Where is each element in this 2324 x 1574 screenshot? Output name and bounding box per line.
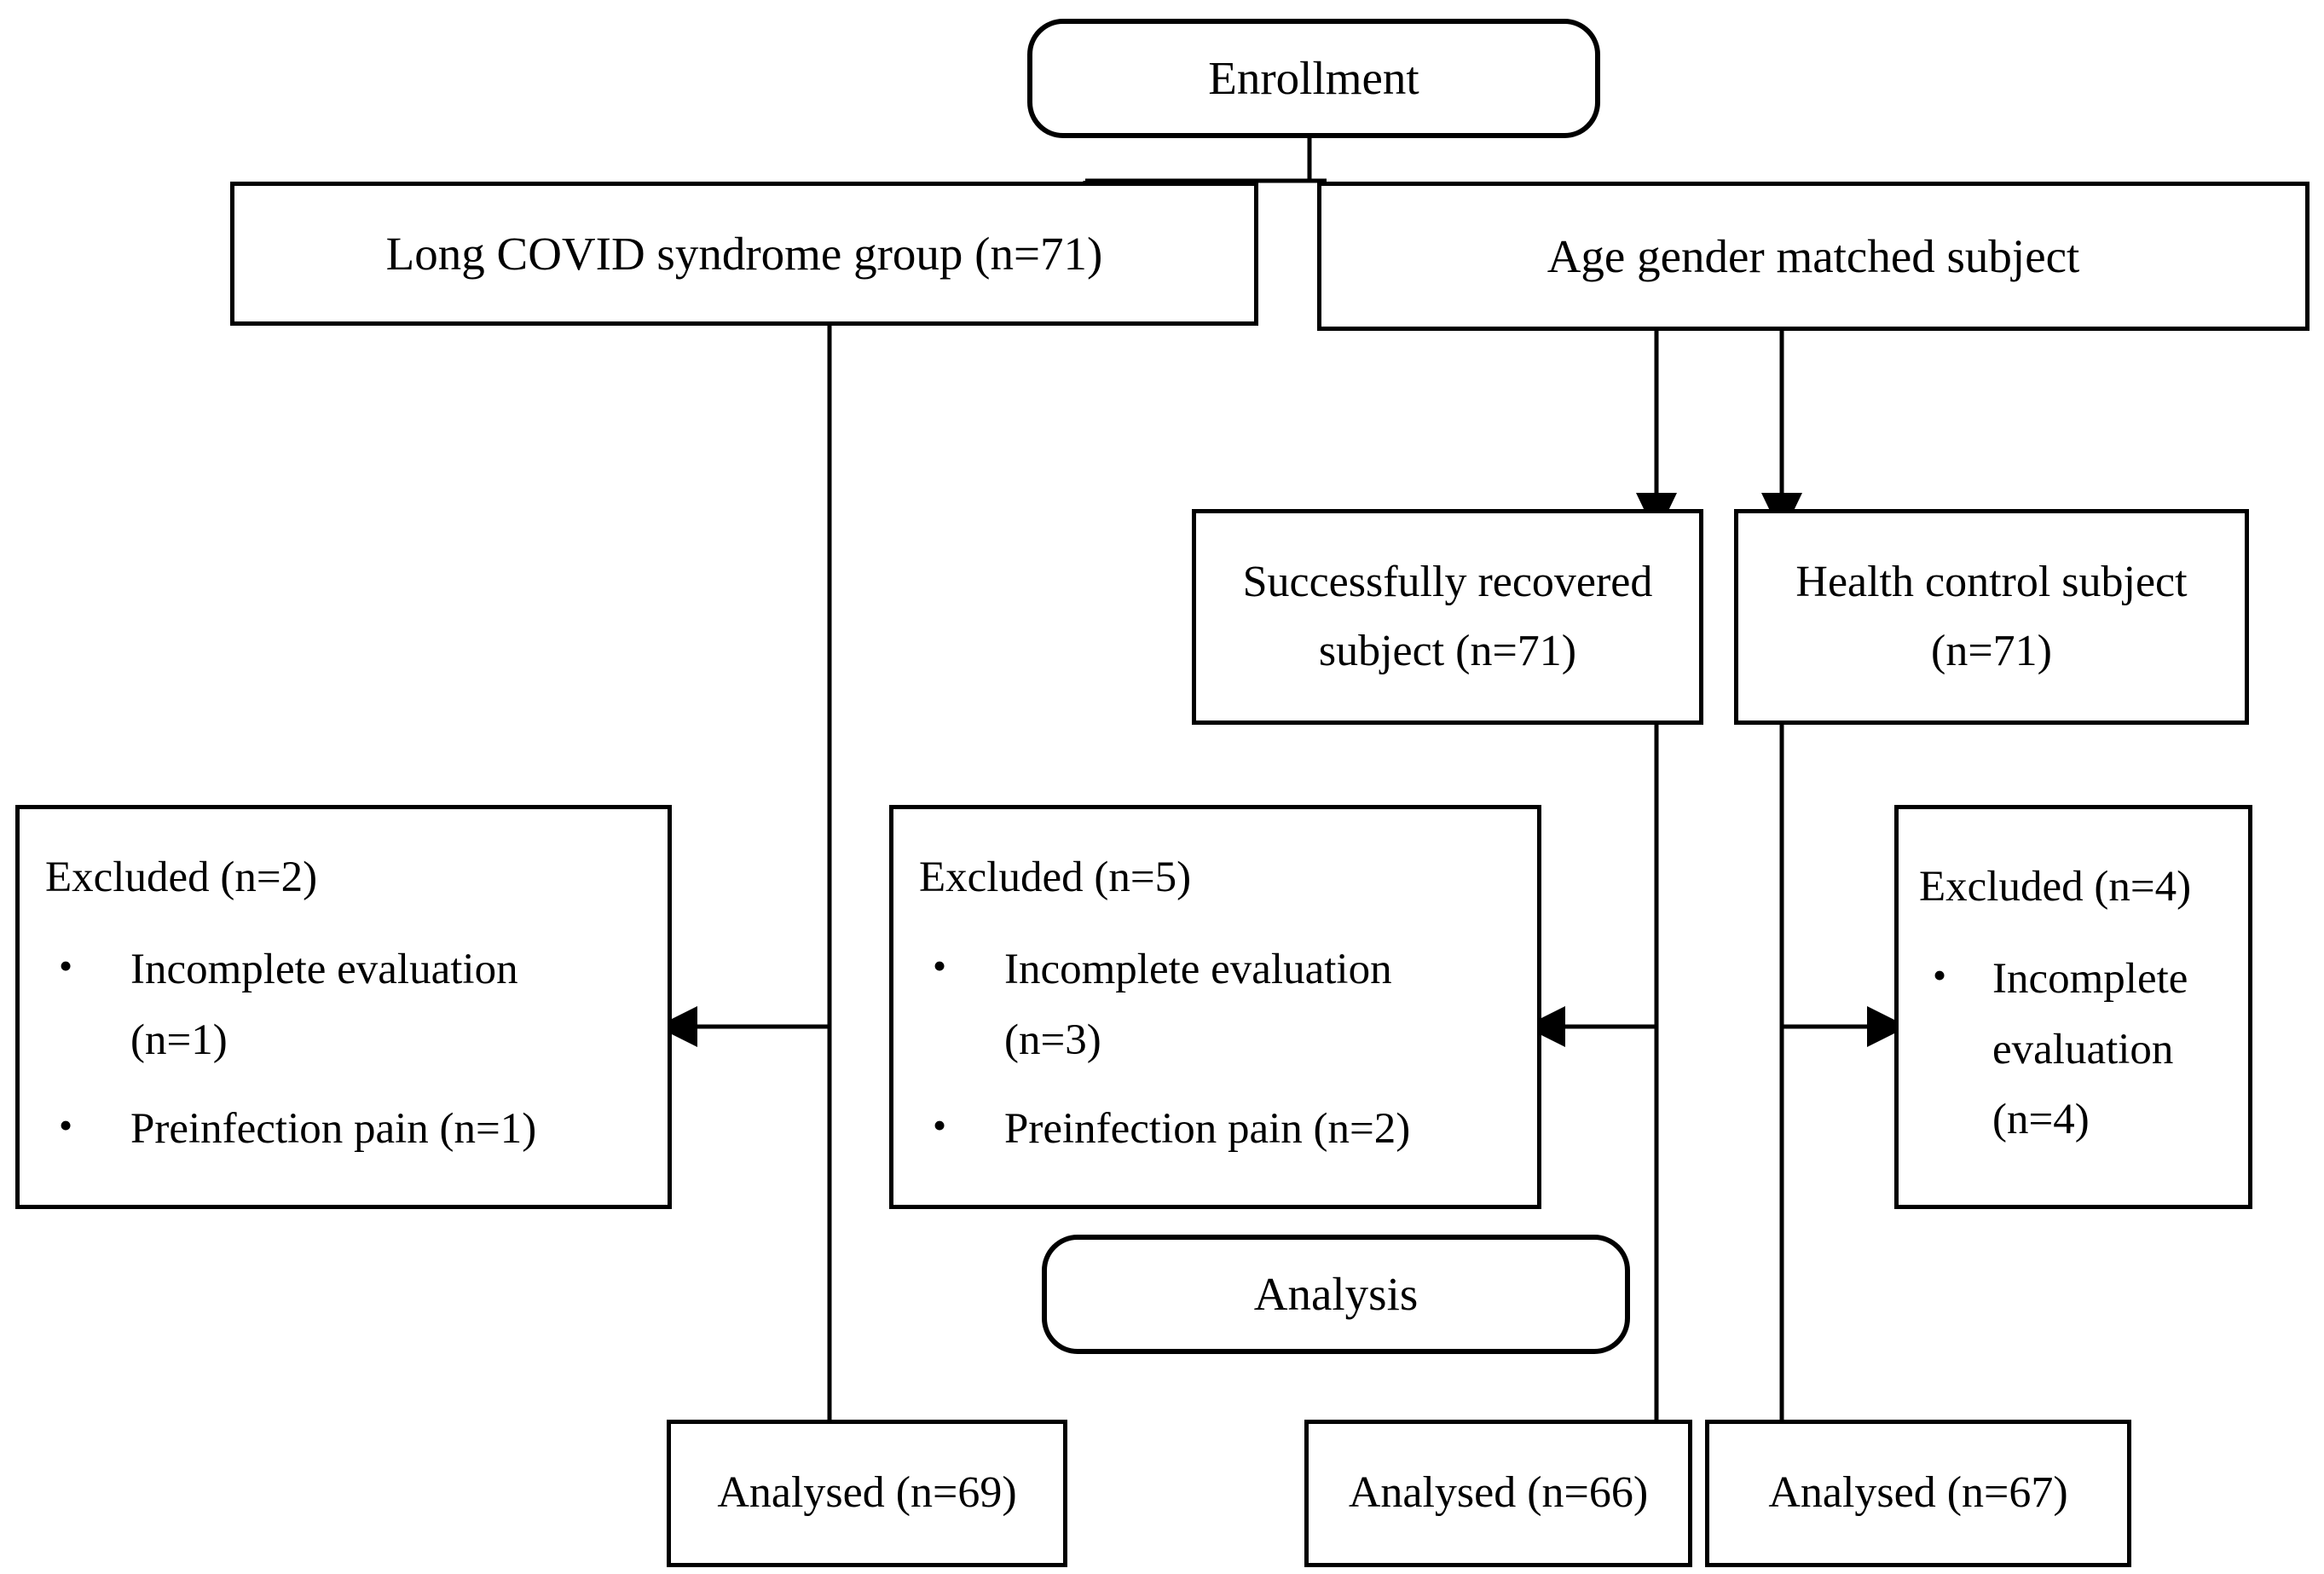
excluded-health-control-reason-1-l1: Incomplete xyxy=(1992,955,2188,1004)
excluded-health-control-title: Excluded (n=4) xyxy=(1919,862,2192,911)
excluded-long-covid-reason-1-line1: Incomplete evaluation xyxy=(130,946,518,994)
excluded-long-covid-reason-2-line1: Preinfection pain (n=1) xyxy=(130,1105,537,1154)
node-analysed-health-control-label: Analysed (n=67) xyxy=(1768,1468,2068,1518)
node-analysed-long-covid-label: Analysed (n=69) xyxy=(717,1468,1017,1518)
excluded-long-covid-title: Excluded (n=2) xyxy=(45,853,318,901)
list-item: • Incomplete evaluation (n=4) xyxy=(1919,944,2233,1155)
excluded-recovered-reason-2-line1: Preinfection pain (n=2) xyxy=(1004,1105,1411,1154)
node-analysed-health-control[interactable]: Analysed (n=67) xyxy=(1705,1420,2131,1567)
excluded-recovered-reason-list: • Incomplete evaluation (n=3) • Preinfec… xyxy=(919,935,1515,1165)
node-recovered-subject-line1: Successfully recovered xyxy=(1242,557,1653,606)
node-long-covid-group[interactable]: Long COVID syndrome group (n=71) xyxy=(230,182,1258,326)
node-recovered-subject[interactable]: Successfully recovered subject (n=71) xyxy=(1192,509,1703,725)
bullet-icon: • xyxy=(933,1103,947,1148)
node-health-control-line2: (n=71) xyxy=(1931,626,2052,675)
bullet-icon: • xyxy=(933,944,947,988)
bullet-icon: • xyxy=(1933,953,1947,998)
excluded-long-covid-reason-1-line2: (n=1) xyxy=(130,1016,228,1064)
node-long-covid-group-label: Long COVID syndrome group (n=71) xyxy=(385,227,1103,280)
excluded-long-covid-reason-list: • Incomplete evaluation (n=1) • Preinfec… xyxy=(45,935,645,1165)
excluded-recovered-reason-1-line2: (n=3) xyxy=(1004,1016,1101,1064)
node-analysed-recovered[interactable]: Analysed (n=66) xyxy=(1304,1420,1692,1567)
list-item: • Preinfection pain (n=1) xyxy=(45,1094,645,1165)
node-analysis-label: Analysis xyxy=(1253,1268,1419,1321)
node-age-gender-matched-label: Age gender matched subject xyxy=(1546,229,2080,282)
excluded-recovered-title: Excluded (n=5) xyxy=(919,853,1192,901)
node-health-control-subject[interactable]: Health control subject (n=71) xyxy=(1734,509,2249,725)
node-analysed-long-covid[interactable]: Analysed (n=69) xyxy=(667,1420,1067,1567)
node-excluded-recovered[interactable]: Excluded (n=5) • Incomplete evaluation (… xyxy=(889,805,1541,1209)
excluded-health-control-reason-1-l2: evaluation xyxy=(1992,1025,2174,1073)
excluded-health-control-reason-1-l3: (n=4) xyxy=(1992,1096,2090,1144)
list-item: • Incomplete evaluation (n=1) xyxy=(45,935,645,1075)
node-enrollment-label: Enrollment xyxy=(1208,52,1419,105)
node-age-gender-matched[interactable]: Age gender matched subject xyxy=(1317,182,2310,331)
list-item: • Incomplete evaluation (n=3) xyxy=(919,935,1515,1075)
bullet-icon: • xyxy=(59,944,73,988)
excluded-health-control-reason-list: • Incomplete evaluation (n=4) xyxy=(1919,944,2233,1155)
bullet-icon: • xyxy=(59,1103,73,1148)
list-item: • Preinfection pain (n=2) xyxy=(919,1094,1515,1165)
node-health-control-line1: Health control subject xyxy=(1795,557,2188,606)
node-excluded-long-covid[interactable]: Excluded (n=2) • Incomplete evaluation (… xyxy=(15,805,672,1209)
node-analysed-recovered-label: Analysed (n=66) xyxy=(1348,1468,1649,1518)
excluded-recovered-reason-1-line1: Incomplete evaluation xyxy=(1004,946,1392,994)
node-analysis[interactable]: Analysis xyxy=(1042,1235,1630,1354)
node-excluded-health-control[interactable]: Excluded (n=4) • Incomplete evaluation (… xyxy=(1894,805,2252,1209)
node-recovered-subject-line2: subject (n=71) xyxy=(1318,626,1577,675)
node-enrollment[interactable]: Enrollment xyxy=(1027,19,1600,138)
